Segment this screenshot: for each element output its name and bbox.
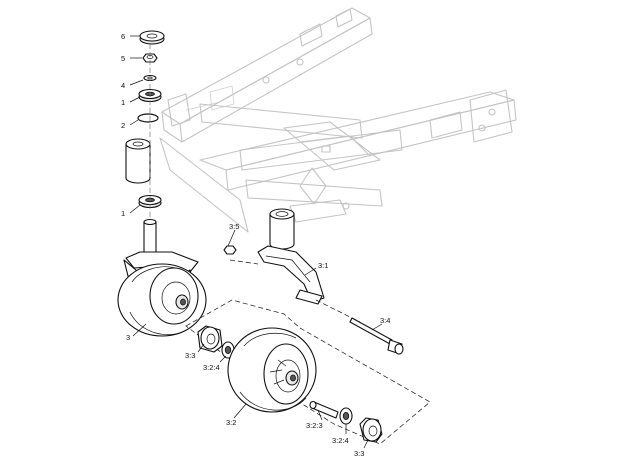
caster-arm-assembly [223,208,361,323]
callout-3-2-4-upper: 3:2:4 [203,363,220,372]
axle-spacer-3-2-3-part [309,400,339,419]
callout-labels: 6 5 4 1 2 1 3 3:5 3:1 3:4 3:3 3:2:4 3:2 … [121,32,390,458]
callout-3: 3 [126,333,130,342]
callout-3-3-lower: 3:3 [354,449,364,458]
caster-hardware-stack [125,30,165,228]
callout-3-2-3: 3:2:3 [306,421,323,430]
nut-part [142,53,158,63]
mower-frame-ghost [159,7,517,233]
callout-1-lower: 1 [121,209,125,218]
callout-6: 6 [121,32,125,41]
callout-4: 4 [121,81,125,90]
callout-2: 2 [121,121,125,130]
callout-3-2: 3:2 [226,418,236,427]
callout-3-4: 3:4 [380,316,390,325]
spacer-tube-part [125,138,151,184]
callout-3-3-upper: 3:3 [185,351,195,360]
axle-bolt-3-4-part [349,317,404,355]
bearing-3-2-4-lower-part [339,407,353,425]
dust-cap-part [139,30,165,45]
callout-3-2-4-lower: 3:2:4 [332,436,349,445]
bearing-3-3-upper-part [197,325,223,353]
callout-3-1: 3:1 [318,261,328,270]
leader-lines [129,35,383,449]
callout-3-5: 3:5 [229,222,239,231]
front-wheel-3-2-part [227,327,317,413]
callout-1-upper: 1 [121,98,125,107]
callout-5: 5 [121,54,125,63]
snap-ring-part [137,113,159,123]
bearing-3-3-lower-part [359,417,383,443]
left-caster-wheel-assembly [117,218,207,337]
nut-3-5-part [223,245,237,255]
